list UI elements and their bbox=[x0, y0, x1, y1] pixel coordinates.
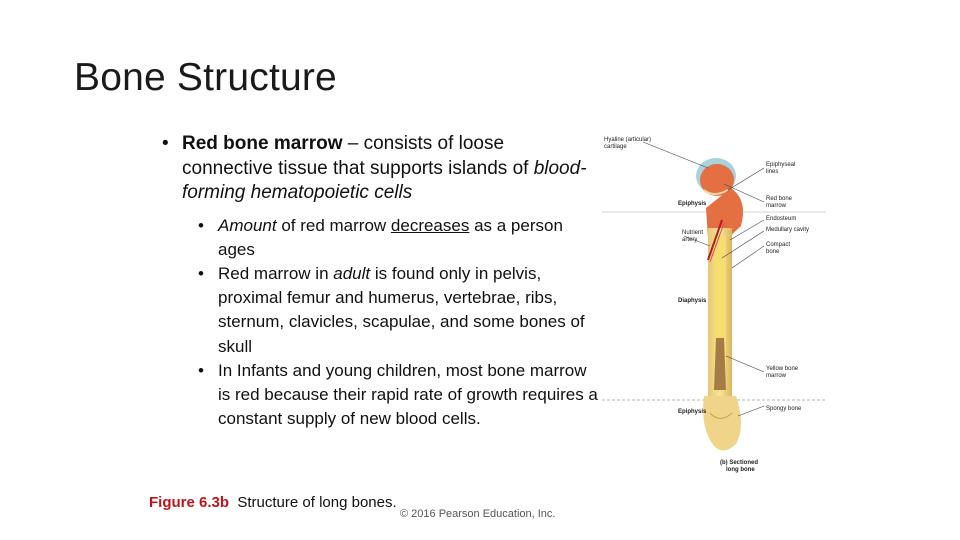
slide-body: Red bone marrow – consists of loose conn… bbox=[160, 132, 600, 431]
label-epiphysis-bottom: Epiphysis bbox=[678, 409, 707, 415]
label-nutrient-line2: artery bbox=[682, 237, 697, 243]
yellow-marrow-region bbox=[714, 338, 726, 390]
sub-bullet-text-end: as a person ages bbox=[218, 215, 563, 259]
sub-bullet-list: Amount of red marrow decreases as a pers… bbox=[160, 214, 600, 432]
distal-epiphysis bbox=[703, 396, 741, 451]
label-epiphyseal-line2: lines bbox=[766, 169, 778, 175]
greater-trochanter bbox=[706, 188, 744, 238]
label-sectioned-line2: long bone bbox=[726, 467, 755, 473]
sub-bullet-underlined: decreases bbox=[390, 215, 470, 235]
label-yellow-line2: marrow bbox=[766, 373, 787, 379]
figure-caption: Figure 6.3b Structure of long bones. bbox=[149, 494, 397, 511]
sub-bullet-text-end: is found only in pelvis, proximal femur … bbox=[218, 263, 585, 356]
label-epiphysis-top: Epiphysis bbox=[678, 201, 707, 207]
label-yellow-line1: Yellow bone bbox=[766, 366, 799, 372]
bullet-italic-text: blood-forming hematopoietic cells bbox=[182, 157, 587, 204]
label-hyaline-line2: cartilage bbox=[604, 144, 627, 150]
bullet-bold-term: Red bone marrow bbox=[182, 133, 343, 154]
slide-title: Bone Structure bbox=[74, 56, 337, 99]
label-nutrient-line1: Nutrient bbox=[682, 230, 703, 236]
sub-bullet-text: Red marrow in bbox=[218, 263, 334, 283]
long-bone-illustration: Hyaline (articular) cartilage Epiphyseal… bbox=[602, 137, 826, 473]
label-compact-line1: Compact bbox=[766, 242, 790, 248]
proximal-epiphysis bbox=[700, 164, 734, 196]
nutrient-vein-vessel bbox=[709, 222, 725, 263]
sub-bullet-italic: adult bbox=[333, 263, 371, 283]
label-hyaline-line1: Hyaline (articular) bbox=[604, 137, 651, 143]
label-leader-lines bbox=[642, 141, 765, 417]
label-red-marrow-line1: Red bone bbox=[766, 196, 793, 202]
figure-caption-text: Structure of long bones. bbox=[237, 494, 397, 511]
label-medullary-cavity: Medullary cavity bbox=[766, 227, 809, 233]
bullet-red-bone-marrow: Red bone marrow – consists of loose conn… bbox=[160, 132, 600, 206]
figure-number: Figure 6.3b bbox=[149, 494, 230, 511]
nutrient-artery-vessel bbox=[707, 219, 723, 261]
label-sectioned-line1: (b) Sectioned bbox=[720, 460, 758, 466]
sub-bullet-amount: Amount of red marrow decreases as a pers… bbox=[160, 214, 600, 262]
label-compact-line2: bone bbox=[766, 249, 780, 255]
sub-bullet-infants: In Infants and young children, most bone… bbox=[160, 359, 600, 432]
label-diaphysis: Diaphysis bbox=[678, 298, 707, 304]
sub-bullet-adult: Red marrow in adult is found only in pel… bbox=[160, 262, 600, 359]
spongy-bone-texture bbox=[709, 412, 733, 419]
label-endosteum: Endosteum bbox=[766, 216, 796, 222]
copyright-notice: © 2016 Pearson Education, Inc. bbox=[400, 508, 556, 520]
label-red-marrow-line2: marrow bbox=[766, 203, 787, 209]
bullet-text: – consists of loose connective tissue th… bbox=[182, 133, 534, 179]
sub-bullet-text: of red marrow bbox=[276, 215, 391, 235]
long-bone-figure: Hyaline (articular) cartilage Epiphyseal… bbox=[596, 128, 826, 478]
label-epiphyseal-line1: Epiphyseal bbox=[766, 162, 795, 168]
sub-bullet-italic: Amount bbox=[218, 215, 277, 235]
label-spongy-bone: Spongy bone bbox=[766, 406, 802, 412]
epiphyseal-line bbox=[703, 189, 729, 195]
